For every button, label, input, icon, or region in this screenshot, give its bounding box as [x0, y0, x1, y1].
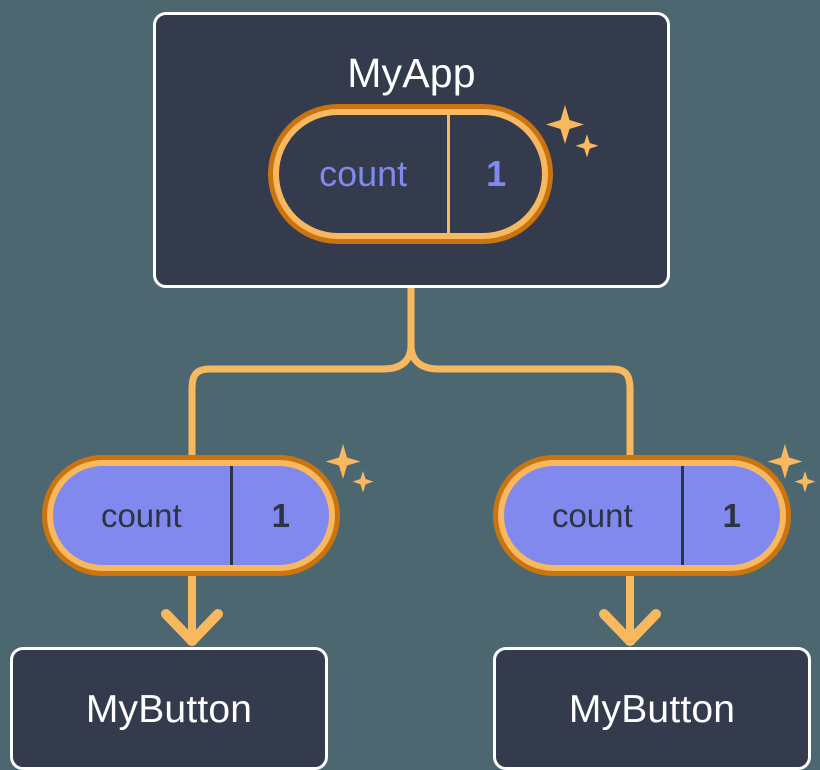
state-pill-right[interactable]: count 1	[493, 455, 791, 576]
state-pill-inner-ring: count 1	[47, 460, 335, 571]
connector-root-to-branches	[188, 284, 634, 462]
state-pill-body: count 1	[279, 115, 542, 233]
state-pill-body: count 1	[53, 466, 329, 565]
state-value-label: 1	[680, 466, 780, 565]
state-pill-inner-ring: count 1	[273, 109, 548, 239]
state-key-label: count	[319, 153, 408, 194]
component-label-myapp: MyApp	[347, 50, 476, 96]
component-label-mybutton-right: MyButton	[568, 688, 736, 731]
state-value-label: 1	[447, 115, 542, 233]
state-pill-left[interactable]: count 1	[42, 455, 340, 576]
component-box-mybutton-left[interactable]: MyButton	[10, 647, 328, 770]
arrowhead-left	[161, 609, 223, 646]
state-key-label: count	[100, 497, 182, 534]
state-pill-myapp[interactable]: count 1	[268, 104, 553, 244]
arrowhead-right	[599, 609, 661, 646]
state-pill-inner-ring: count 1	[498, 460, 786, 571]
state-value-label: 1	[229, 466, 329, 565]
component-box-mybutton-right[interactable]: MyButton	[493, 647, 811, 770]
state-key-label: count	[551, 497, 633, 534]
component-label-mybutton-left: MyButton	[85, 688, 253, 731]
state-pill-body: count 1	[504, 466, 780, 565]
